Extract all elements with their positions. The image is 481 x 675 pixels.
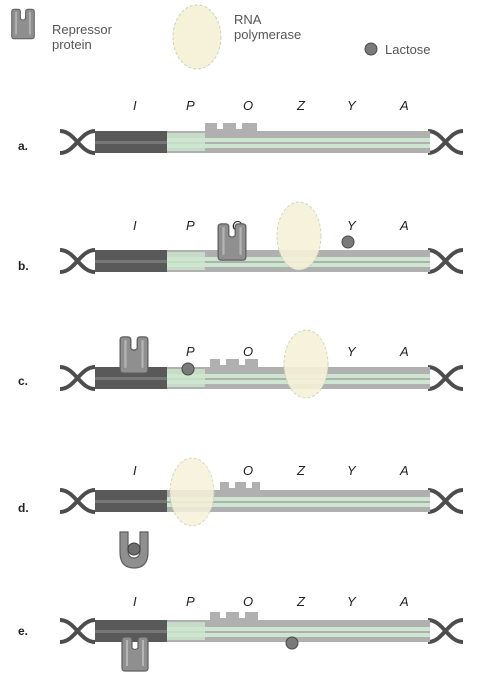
- promoter-highlight: [167, 252, 205, 270]
- left-helix: [59, 618, 96, 644]
- gene-letter-Y: Y: [347, 98, 357, 113]
- repressor-on-I-gene: [119, 336, 149, 374]
- panel-a: a. I P O Z Y A: [18, 98, 464, 155]
- gene-letter-Y: Y: [347, 344, 357, 359]
- legend-lactose: Lactose: [385, 42, 431, 57]
- operator-notch-2: [239, 359, 245, 365]
- gene-letter-Y: Y: [347, 218, 357, 233]
- operator-notch-2: [236, 123, 242, 129]
- lactose-molecule: [285, 636, 299, 650]
- right-helix: [427, 488, 464, 514]
- panel-e: e. I P O Z Y A: [18, 594, 464, 672]
- right-helix: [427, 248, 464, 274]
- panel-label: d.: [18, 501, 29, 515]
- gene-letter-Y: Y: [347, 463, 357, 478]
- gene-letter-P: P: [186, 594, 195, 609]
- regulator-stripe: [95, 377, 167, 380]
- operator-block: [210, 612, 258, 622]
- promoter-highlight: [167, 133, 205, 151]
- legend-polymerase-line2: polymerase: [234, 27, 301, 42]
- operator-notch-1: [229, 482, 235, 488]
- gene-letter-P: P: [186, 218, 195, 233]
- bottom-stripe: [167, 633, 430, 637]
- gene-letter-O: O: [243, 594, 253, 609]
- panel-label: b.: [18, 259, 29, 273]
- repressor-below-I-gene: [121, 636, 149, 672]
- operator-notch-2: [239, 612, 245, 618]
- top-stripe: [167, 627, 430, 631]
- regulator-stripe: [95, 260, 167, 263]
- operator-notch-1: [220, 359, 226, 365]
- legend-polymerase-line1: RNA: [234, 12, 262, 27]
- gene-letter-A: A: [399, 98, 409, 113]
- right-helix: [427, 365, 464, 391]
- top-stripe: [167, 497, 430, 501]
- lactose-molecule: [341, 235, 355, 249]
- operator-block: [210, 359, 258, 369]
- legend: Repressor protein RNA polymerase Lactose: [11, 4, 431, 70]
- operator-notch-1: [217, 123, 223, 129]
- lactose-molecule: [181, 362, 195, 376]
- operator-notch-1: [220, 612, 226, 618]
- dna-strand: [59, 123, 464, 155]
- gene-letter-A: A: [399, 344, 409, 359]
- right-helix: [427, 618, 464, 644]
- repressor-legend-icon: [11, 8, 35, 40]
- lactose-legend-icon: [364, 42, 378, 56]
- rna-polymerase-on-promoter: [169, 457, 215, 527]
- gene-letter-Z: Z: [296, 463, 306, 478]
- legend-repressor-line1: Repressor: [52, 22, 113, 37]
- regulator-stripe: [95, 141, 167, 144]
- rna-polymerase-blocked: [276, 201, 322, 271]
- panel-c: c. P O Y A: [18, 329, 464, 399]
- polymerase-legend-icon: [172, 4, 222, 70]
- gene-letter-Z: Z: [296, 594, 306, 609]
- left-helix: [59, 365, 96, 391]
- inactive-repressor-shape: [119, 531, 149, 569]
- regulator-stripe: [95, 500, 167, 503]
- left-helix: [59, 248, 96, 274]
- repressor-lactose-complex: [119, 531, 149, 569]
- rna-polymerase: [283, 329, 329, 399]
- dna-strand: [59, 248, 464, 274]
- panel-b: b. I P O Y A: [18, 201, 464, 274]
- panel-label: e.: [18, 624, 28, 638]
- dna-strand: [59, 612, 464, 644]
- left-helix: [59, 129, 96, 155]
- gene-letter-O: O: [243, 344, 253, 359]
- top-stripe: [167, 138, 430, 142]
- dna-strand: [59, 482, 464, 514]
- gene-letter-O: O: [243, 98, 253, 113]
- promoter-highlight: [167, 622, 205, 640]
- gene-letter-I: I: [133, 98, 137, 113]
- operator-block: [205, 123, 257, 133]
- operator-block: [220, 482, 260, 492]
- regulator-stripe: [95, 630, 167, 633]
- gene-letter-Y: Y: [347, 594, 357, 609]
- bottom-stripe: [167, 503, 430, 507]
- left-helix: [59, 488, 96, 514]
- right-helix: [427, 129, 464, 155]
- panel-d: d. I O Z Y A: [18, 457, 464, 569]
- gene-letter-I: I: [133, 594, 137, 609]
- gene-letter-I: I: [133, 218, 137, 233]
- panel-label: a.: [18, 139, 28, 153]
- gene-letter-P: P: [186, 98, 195, 113]
- gene-letter-I: I: [133, 463, 137, 478]
- panel-label: c.: [18, 374, 28, 388]
- bottom-stripe: [167, 144, 430, 148]
- gene-letter-Z: Z: [296, 98, 306, 113]
- gene-letter-A: A: [399, 594, 409, 609]
- bound-lactose: [127, 542, 141, 556]
- gene-letter-A: A: [399, 463, 409, 478]
- operator-notch-2: [246, 482, 252, 488]
- gene-letter-O: O: [243, 463, 253, 478]
- promoter-highlight: [167, 369, 205, 387]
- legend-repressor-line2: protein: [52, 37, 92, 52]
- gene-letter-A: A: [399, 218, 409, 233]
- gene-letter-P: P: [186, 344, 195, 359]
